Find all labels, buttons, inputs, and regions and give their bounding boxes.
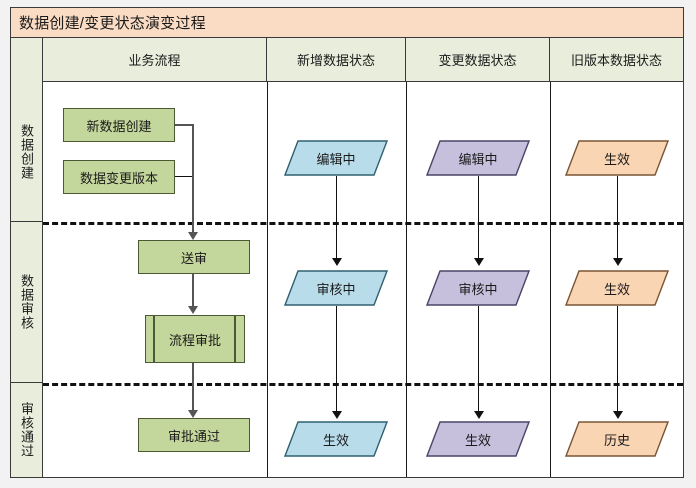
state-changed-create-label: 编辑中 (458, 151, 498, 167)
process-node-data-change-ver[interactable]: 数据变更版本 (63, 160, 175, 194)
parallelogram-shape (565, 421, 669, 457)
state-changed-passed-label: 生效 (464, 432, 491, 448)
parallelogram-shape (284, 140, 388, 176)
page-title: 数据创建/变更状态演变过程 (19, 15, 206, 32)
process-node-flow-approval-label: 流程审批 (168, 332, 221, 348)
lane-label-create: 数据创建 (11, 82, 43, 222)
process-node-submit-review[interactable]: 送审 (138, 240, 250, 274)
connector-changed-review-to-passed (478, 306, 479, 414)
state-new-data-review[interactable]: 审核中 (284, 270, 388, 306)
lane-separator-1 (43, 222, 683, 225)
state-changed-passed[interactable]: 生效 (426, 421, 530, 457)
lane-label-create-text: 数据创建 (19, 123, 34, 180)
column-header-old-ver: 旧版本数据状态 (550, 38, 683, 82)
column-separator-2 (406, 82, 407, 477)
arrowhead-new-data-review (332, 258, 342, 266)
connector-new-data-review-to-passed (336, 306, 337, 414)
state-new-data-passed[interactable]: 生效 (284, 421, 388, 457)
state-old-ver-create-label: 生效 (603, 151, 630, 167)
state-new-data-create-label: 编辑中 (316, 151, 356, 167)
arrowhead-new-data-passed (332, 411, 342, 419)
connector-junction-trunk (192, 124, 194, 236)
lane-label-review: 数据审核 (11, 222, 43, 383)
lane-label-passed: 审核通过 (11, 383, 43, 477)
arrowhead-changed-passed (474, 411, 484, 419)
parallelogram-shape (565, 140, 669, 176)
parallelogram-shape (284, 421, 388, 457)
column-header-new-data: 新增数据状态 (267, 38, 406, 82)
lane-label-passed-text: 审核通过 (19, 402, 34, 458)
state-changed-create[interactable]: 编辑中 (426, 140, 530, 176)
parallelogram-shape (426, 140, 530, 176)
state-old-ver-create[interactable]: 生效 (565, 140, 669, 176)
lane-separator-2 (43, 383, 683, 386)
connector-approval-to-passed (192, 363, 194, 411)
parallelogram-shape (284, 270, 388, 306)
state-new-data-create[interactable]: 编辑中 (284, 140, 388, 176)
arrowhead-to-submit-review (188, 232, 198, 240)
lane-label-review-text: 数据审核 (19, 274, 34, 330)
connector-old-ver-review-to-passed (617, 306, 618, 414)
process-node-new-data-create[interactable]: 新数据创建 (63, 108, 175, 142)
process-node-flow-approval[interactable]: 流程审批 (145, 315, 245, 363)
state-old-ver-review[interactable]: 生效 (565, 270, 669, 306)
arrowhead-to-approval-passed (188, 410, 198, 418)
arrowhead-changed-review (474, 258, 484, 266)
connector-new-data-create-to-review (336, 176, 337, 261)
diagram-title-band: 数据创建/变更状态演变过程 (10, 7, 684, 38)
state-old-ver-passed[interactable]: 历史 (565, 421, 669, 457)
parallelogram-shape (565, 270, 669, 306)
column-separator-1 (267, 82, 268, 477)
parallelogram-shape (426, 270, 530, 306)
arrowhead-to-flow-approval (188, 306, 198, 314)
connector-changed-create-to-review (478, 176, 479, 261)
process-node-approval-passed[interactable]: 审批通过 (138, 418, 250, 452)
connector-create-to-junction (175, 124, 194, 126)
column-header-process: 业务流程 (43, 38, 267, 82)
column-header-changed: 变更数据状态 (406, 38, 550, 82)
state-new-data-review-label: 审核中 (316, 281, 356, 297)
state-changed-review-label: 审核中 (458, 281, 498, 297)
arrowhead-old-ver-passed (613, 411, 623, 419)
diagram-frame (10, 7, 684, 478)
header-corner-cell (11, 38, 43, 82)
state-new-data-passed-label: 生效 (322, 432, 349, 448)
state-old-ver-passed-label: 历史 (603, 432, 630, 448)
connector-submit-to-approval (192, 274, 194, 307)
connector-change-to-junction (175, 176, 194, 177)
connector-old-ver-create-to-review (617, 176, 618, 261)
arrowhead-old-ver-review (613, 258, 623, 266)
state-changed-review[interactable]: 审核中 (426, 270, 530, 306)
state-old-ver-review-label: 生效 (603, 281, 630, 297)
parallelogram-shape (426, 421, 530, 457)
column-separator-3 (550, 82, 551, 477)
